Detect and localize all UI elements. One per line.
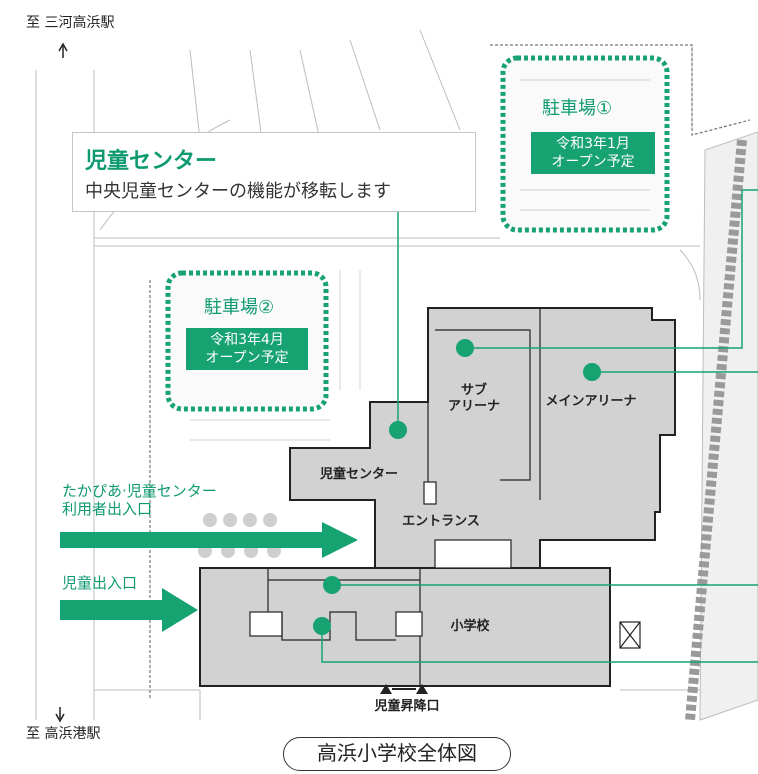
location-dots xyxy=(313,339,601,635)
sub-arena-label-line1: サブ xyxy=(460,383,487,398)
children-entry-arrow xyxy=(60,588,198,632)
children-center-callout: 児童センター 中央児童センターの機能が移転します xyxy=(72,132,476,212)
parking-1-badge-status: オープン予定 xyxy=(551,154,635,170)
drop-off-label: 児童昇降口 xyxy=(374,699,440,714)
site-boundary xyxy=(149,44,751,700)
parking-1-badge-date: 令和3年1月 xyxy=(556,136,630,152)
takapia-entry-label: たかぴあ·児童センター 利用者出入口 xyxy=(62,482,217,518)
leader-lines xyxy=(321,189,758,663)
south-direction-label: 至 高浜港駅 xyxy=(26,726,101,742)
school-dot-1 xyxy=(323,576,341,594)
north-direction-label: 至 三河高浜駅 xyxy=(26,15,115,31)
takapia-entry-arrow xyxy=(60,522,358,558)
school-dot-2 xyxy=(313,617,331,635)
arena-block xyxy=(289,307,676,569)
sub-arena-label: サブ アリーナ xyxy=(444,383,504,415)
children-center-dot xyxy=(389,421,407,439)
parking-2-title: 駐車場② xyxy=(204,297,275,318)
entry-arrows xyxy=(60,522,358,632)
entrance-label: エントランス xyxy=(402,514,480,529)
interior-lines xyxy=(249,308,641,686)
parking-2-badge: 令和3年4月 オープン予定 xyxy=(186,328,308,370)
takapia-entry-label-line2: 利用者出入口 xyxy=(62,500,153,518)
children-center-label: 児童センター xyxy=(319,467,398,482)
main-arena-dot xyxy=(583,363,601,381)
takapia-entry-label-line1: たかぴあ·児童センター xyxy=(62,482,217,500)
callout-title: 児童センター xyxy=(85,149,218,174)
sub-arena-dot xyxy=(456,339,474,357)
parking-2-badge-status: オープン予定 xyxy=(205,350,289,366)
parking-1-title: 駐車場① xyxy=(542,98,613,119)
direction-arrows xyxy=(55,42,68,723)
school-label: 小学校 xyxy=(450,619,490,634)
drop-off-marks xyxy=(380,684,428,694)
parking-2-badge-date: 令和3年4月 xyxy=(210,332,284,348)
rail-strip xyxy=(685,131,758,721)
sub-arena-label-line2: アリーナ xyxy=(447,399,500,414)
main-arena-label: メインアリーナ xyxy=(545,394,637,409)
parking-1-badge: 令和3年1月 オープン予定 xyxy=(531,132,655,174)
callout-subtitle: 中央児童センターの機能が移転します xyxy=(85,181,391,202)
children-entry-label: 児童出入口 xyxy=(62,574,138,592)
map-title: 高浜小学校全体図 xyxy=(283,737,511,771)
